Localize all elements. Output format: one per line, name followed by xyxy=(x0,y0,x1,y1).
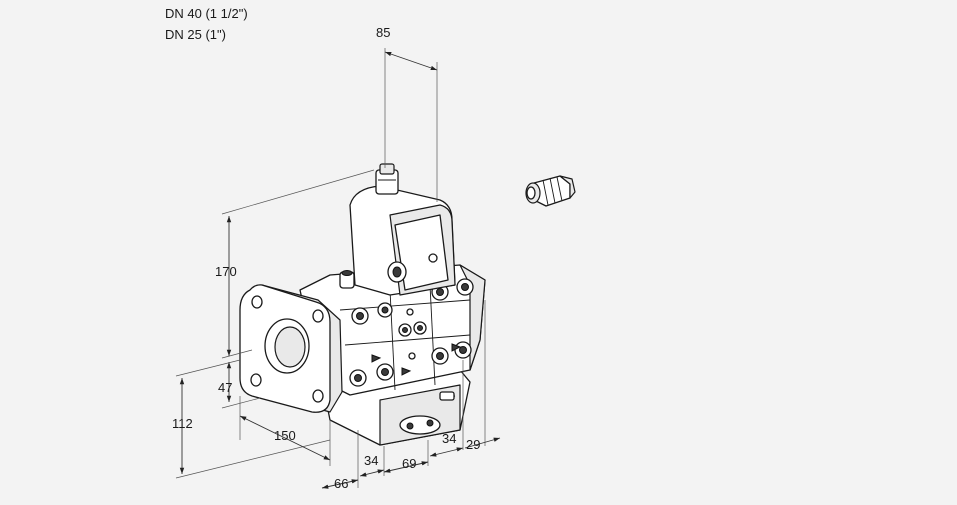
dim-85: 85 xyxy=(376,25,390,40)
dim-66: 66 xyxy=(334,476,348,491)
screw-icons xyxy=(349,278,474,387)
dim-69: 69 xyxy=(402,456,416,471)
header-dn25: DN 25 (1") xyxy=(165,27,226,42)
dim-170: 170 xyxy=(215,264,237,279)
header-dn40: DN 40 (1 1/2") xyxy=(165,6,248,21)
dim-47: 47 xyxy=(218,380,232,395)
valve-assembly xyxy=(239,163,486,446)
dim-34-left: 34 xyxy=(364,453,378,468)
inlet-flange xyxy=(239,284,343,413)
cable-gland-icon xyxy=(525,175,576,207)
valve-actuator xyxy=(349,163,456,296)
dim-34-right: 34 xyxy=(442,431,456,446)
dim-112: 112 xyxy=(172,416,193,431)
dim-150: 150 xyxy=(274,428,296,443)
dim-29: 29 xyxy=(466,437,480,452)
